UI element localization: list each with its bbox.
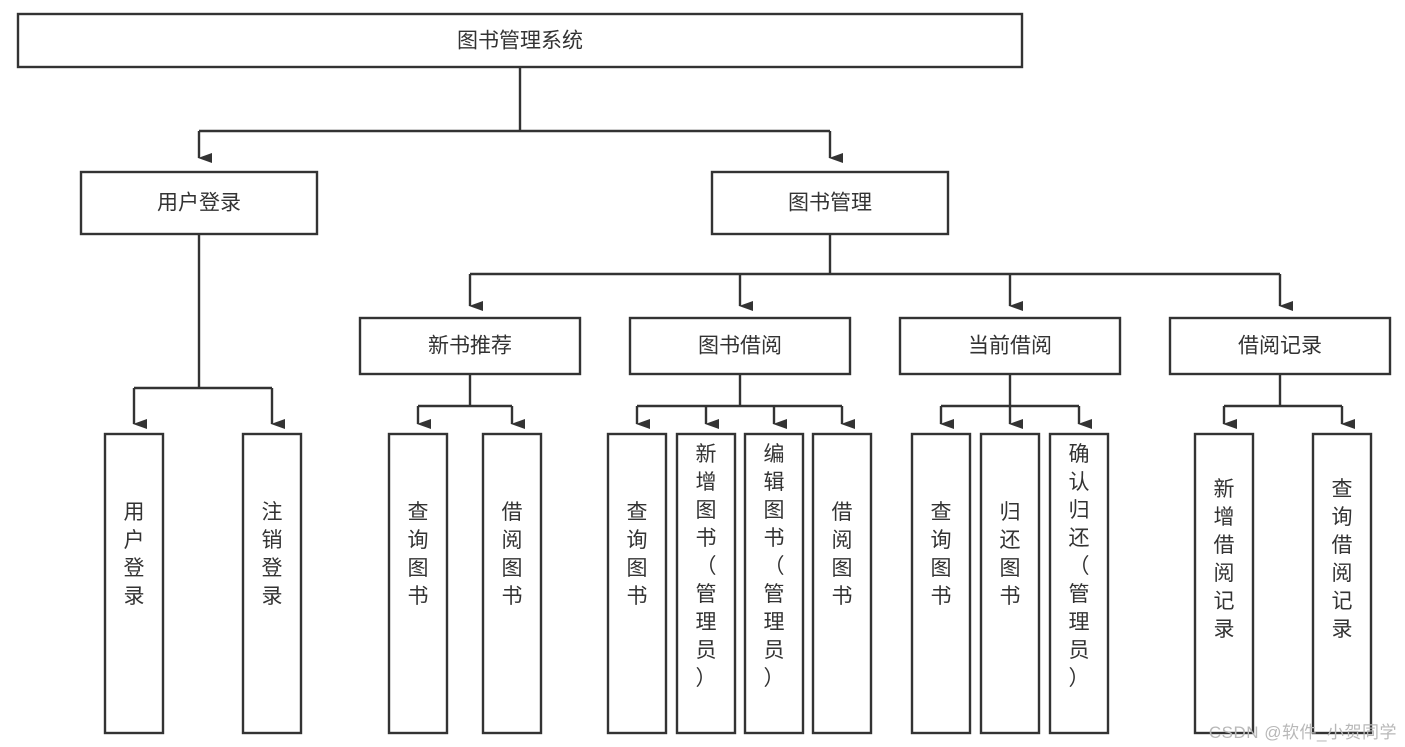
node-leaf-cur-query[interactable]: 查询图书 [910,432,972,735]
node-leaf-add-book-box[interactable] [675,432,737,735]
node-leaf-confirm-return-label: 确认归还（管理员） [1069,443,1090,690]
node-leaf-user-login-label: 用户登录 [124,501,145,608]
node-book-borrow[interactable]: 图书借阅 [628,316,852,376]
node-leaf-query-record-label: 查询借阅记录 [1332,478,1353,641]
node-leaf-rec-borrow-box[interactable] [481,432,543,735]
node-leaf-add-book[interactable]: 新增图书（管理员） [675,432,737,735]
node-leaf-borrow-book-label: 借阅图书 [832,501,853,608]
node-user-login-label: 用户登录 [157,192,241,215]
node-leaf-borrow-query-box[interactable] [606,432,668,735]
node-leaf-edit-book-label: 编辑图书（管理员） [764,443,785,690]
node-leaf-add-book-label: 新增图书（管理员） [696,443,717,690]
edge-newbookrec-to-leaves [416,374,525,429]
node-leaf-borrow-query-label: 查询图书 [627,501,648,608]
node-current-borrow-box[interactable] [898,316,1122,376]
node-book-borrow-label: 图书借阅 [698,335,782,358]
node-user-login-box[interactable] [79,170,319,236]
node-new-book-rec[interactable]: 新书推荐 [358,316,582,376]
node-leaf-rec-query-label: 查询图书 [408,501,429,608]
node-leaf-user-login[interactable]: 用户登录 [103,432,165,735]
node-leaf-edit-book[interactable]: 编辑图书（管理员） [743,432,805,735]
node-leaf-confirm-return-box[interactable] [1048,432,1110,735]
node-leaf-borrow-book-box[interactable] [811,432,873,735]
node-borrow-record-box[interactable] [1168,316,1392,376]
node-current-borrow-label: 当前借阅 [968,335,1052,358]
edge-bookborrow-to-leaves [635,374,855,429]
node-leaf-borrow-book[interactable]: 借阅图书 [811,432,873,735]
node-leaf-add-record[interactable]: 新增借阅记录 [1193,432,1255,735]
node-leaf-add-record-label: 新增借阅记录 [1214,478,1235,641]
edge-userlogin-to-leaves [132,234,285,429]
node-leaf-logout-label: 注销登录 [262,501,283,608]
node-root-label: 图书管理系统 [457,30,583,53]
node-book-manage-box[interactable] [710,170,950,236]
node-leaf-return-book[interactable]: 归还图书 [979,432,1041,735]
node-user-login[interactable]: 用户登录 [79,170,319,236]
node-leaf-query-record[interactable]: 查询借阅记录 [1311,432,1373,735]
node-borrow-record[interactable]: 借阅记录 [1168,316,1392,376]
node-leaf-rec-borrow-label: 借阅图书 [502,501,523,608]
node-new-book-rec-label: 新书推荐 [428,335,512,358]
node-leaf-cur-query-box[interactable] [910,432,972,735]
node-leaf-edit-book-box[interactable] [743,432,805,735]
node-book-borrow-box[interactable] [628,316,852,376]
node-leaf-add-record-box[interactable] [1193,432,1255,735]
node-leaf-confirm-return[interactable]: 确认归还（管理员） [1048,432,1110,735]
node-leaf-logout[interactable]: 注销登录 [241,432,303,735]
edge-currentborrow-to-leaves [939,374,1092,429]
node-root[interactable]: 图书管理系统 [16,12,1024,69]
node-borrow-record-label: 借阅记录 [1238,335,1322,358]
edge-bookmanage-to-level2 [468,234,1293,311]
edge-root-to-level1 [197,67,843,163]
node-new-book-rec-box[interactable] [358,316,582,376]
edge-borrowrecord-to-leaves [1222,374,1355,429]
node-leaf-return-book-label: 归还图书 [1000,501,1021,608]
node-leaf-query-record-box[interactable] [1311,432,1373,735]
node-book-manage[interactable]: 图书管理 [710,170,950,236]
node-leaf-rec-query-box[interactable] [387,432,449,735]
edge-layer [132,67,1355,429]
node-leaf-borrow-query[interactable]: 查询图书 [606,432,668,735]
node-current-borrow[interactable]: 当前借阅 [898,316,1122,376]
node-book-manage-label: 图书管理 [788,192,872,215]
node-leaf-rec-borrow[interactable]: 借阅图书 [481,432,543,735]
node-leaf-return-book-box[interactable] [979,432,1041,735]
node-leaf-user-login-box[interactable] [103,432,165,735]
node-leaf-cur-query-label: 查询图书 [931,501,952,608]
node-leaf-logout-box[interactable] [241,432,303,735]
node-leaf-rec-query[interactable]: 查询图书 [387,432,449,735]
node-root-box[interactable] [16,12,1024,69]
